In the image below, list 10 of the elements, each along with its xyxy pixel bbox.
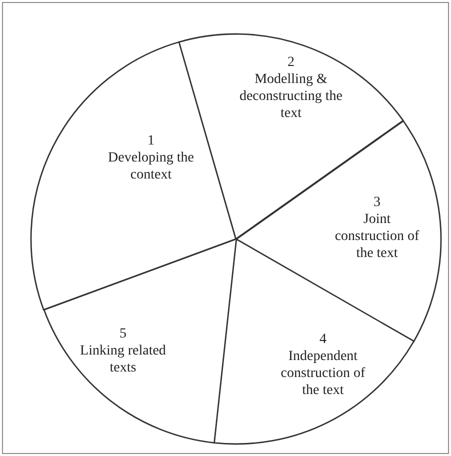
stage-label: Modelling & deconstructing the text (238, 71, 344, 122)
stage-label: Linking related texts (79, 342, 167, 376)
stage-number: 5 (119, 326, 126, 342)
stage-number: 2 (287, 54, 294, 71)
stage-number: 4 (319, 331, 326, 348)
stage-label: Developing the context (107, 149, 195, 184)
stage-number: 3 (374, 194, 380, 211)
stage-label: Independent construction of the text (280, 348, 366, 399)
stage-number: 1 (148, 132, 154, 150)
stage-label: Joint construction of the text (334, 210, 420, 262)
